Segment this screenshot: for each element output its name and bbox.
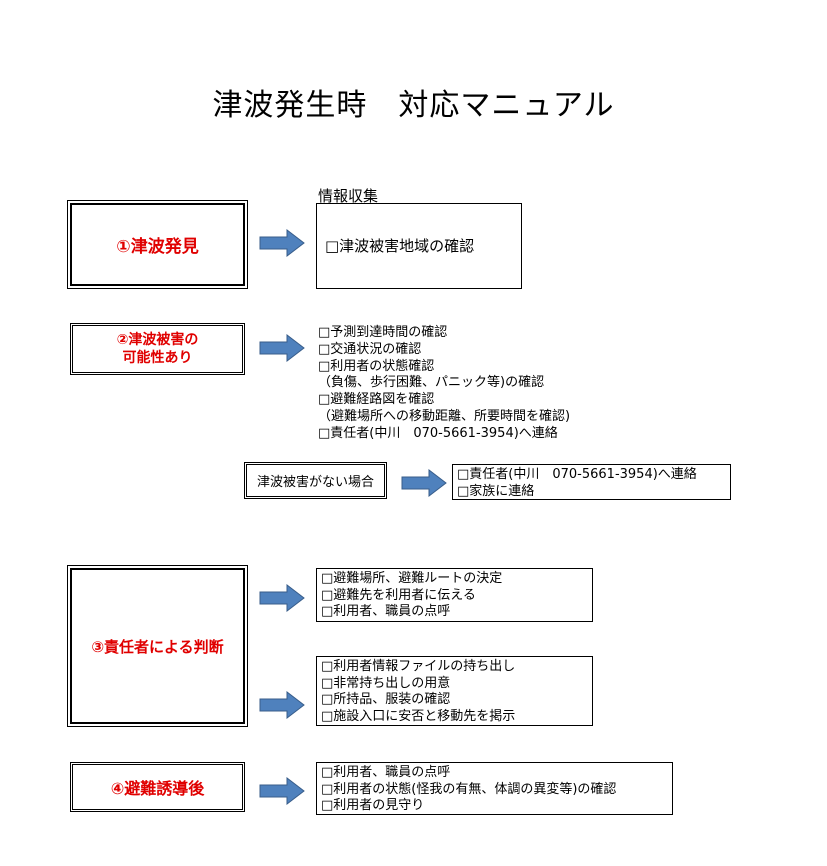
page-title: 津波発生時 対応マニュアル [212, 88, 615, 123]
stage-possible-damage: ②津波被害の 可能性あり [70, 323, 245, 375]
stage-no-damage: 津波被害がない場合 [244, 462, 387, 499]
checklist-item: □非常持ち出しの用意 [321, 675, 451, 691]
checklist-item: □利用者、職員の点呼 [321, 765, 451, 780]
action-box-s1: □津波被害地域の確認 [316, 203, 522, 289]
arrow-right-icon [259, 334, 305, 362]
checklist-item: □所持品、服装の確認 [321, 692, 451, 707]
checklist-item: □避難経路図を確認 [318, 392, 435, 408]
checklist-item: □施設入口に安否と移動先を掲示 [321, 708, 516, 724]
action-box-s3b: □利用者情報ファイルの持ち出し □非常持ち出しの用意 □所持品、服装の確認 □施… [316, 656, 593, 726]
action-box-s4: □利用者、職員の点呼 □利用者の状態(怪我の有無、体調の異変等)の確認 □利用者… [316, 762, 673, 815]
checklist-item: □利用者の見守り [321, 798, 425, 813]
stage-label-line2: 可能性あり [122, 350, 193, 366]
checklist-item: □避難先を利用者に伝える [321, 587, 476, 603]
stage-label: ③責任者による判断 [91, 637, 224, 656]
arrow-right-icon [259, 584, 305, 612]
checklist-item: □責任者(中川 070-5661-3954)へ連絡 [457, 467, 697, 482]
stage-label: ④避難誘導後 [110, 779, 205, 798]
stage-label: 津波被害がない場合 [256, 475, 374, 490]
checklist-item-note: （避難場所への移動距離、所要時間を確認) [318, 408, 571, 424]
checklist-item-note: （負傷、歩行困難、パニック等)の確認 [318, 375, 545, 391]
arrow-right-icon [401, 469, 447, 497]
stage-manager-decision: ③責任者による判断 [67, 565, 248, 727]
stage-label: ①津波発見 [116, 237, 199, 257]
arrow-right-icon [259, 777, 305, 805]
info-gathering-label: 情報収集 [318, 187, 379, 205]
checklist-item: □予測到達時間の確認 [318, 325, 448, 340]
checklist-s2: □予測到達時間の確認 □交通状況の確認 □利用者の状態確認 （負傷、歩行困難、パ… [318, 325, 570, 443]
action-box-no-damage: □責任者(中川 070-5661-3954)へ連絡 □家族に連絡 [452, 464, 731, 500]
checklist-item: □利用者情報ファイルの持ち出し [321, 659, 516, 674]
action-box-s3a: □避難場所、避難ルートの決定 □避難先を利用者に伝える □利用者、職員の点呼 [316, 568, 593, 622]
stage-label-line1: ②津波被害の [116, 332, 199, 348]
stage-tsunami-detected: ①津波発見 [67, 200, 248, 289]
arrow-right-icon [259, 229, 305, 257]
checklist-item: □交通状況の確認 [318, 341, 422, 357]
stage-after-evacuation: ④避難誘導後 [70, 762, 245, 812]
arrow-right-icon [259, 691, 305, 719]
checklist-item: □避難場所、避難ルートの決定 [321, 571, 503, 586]
checklist-item: □家族に連絡 [457, 483, 535, 499]
checklist-item: □責任者(中川 070-5661-3954)へ連絡 [318, 425, 558, 441]
checklist-item: □利用者の状態(怪我の有無、体調の異変等)の確認 [321, 781, 617, 797]
checklist-item: □利用者の状態確認 [318, 358, 435, 374]
checklist-item: □津波被害地域の確認 [325, 236, 475, 255]
checklist-item: □利用者、職員の点呼 [321, 604, 451, 619]
